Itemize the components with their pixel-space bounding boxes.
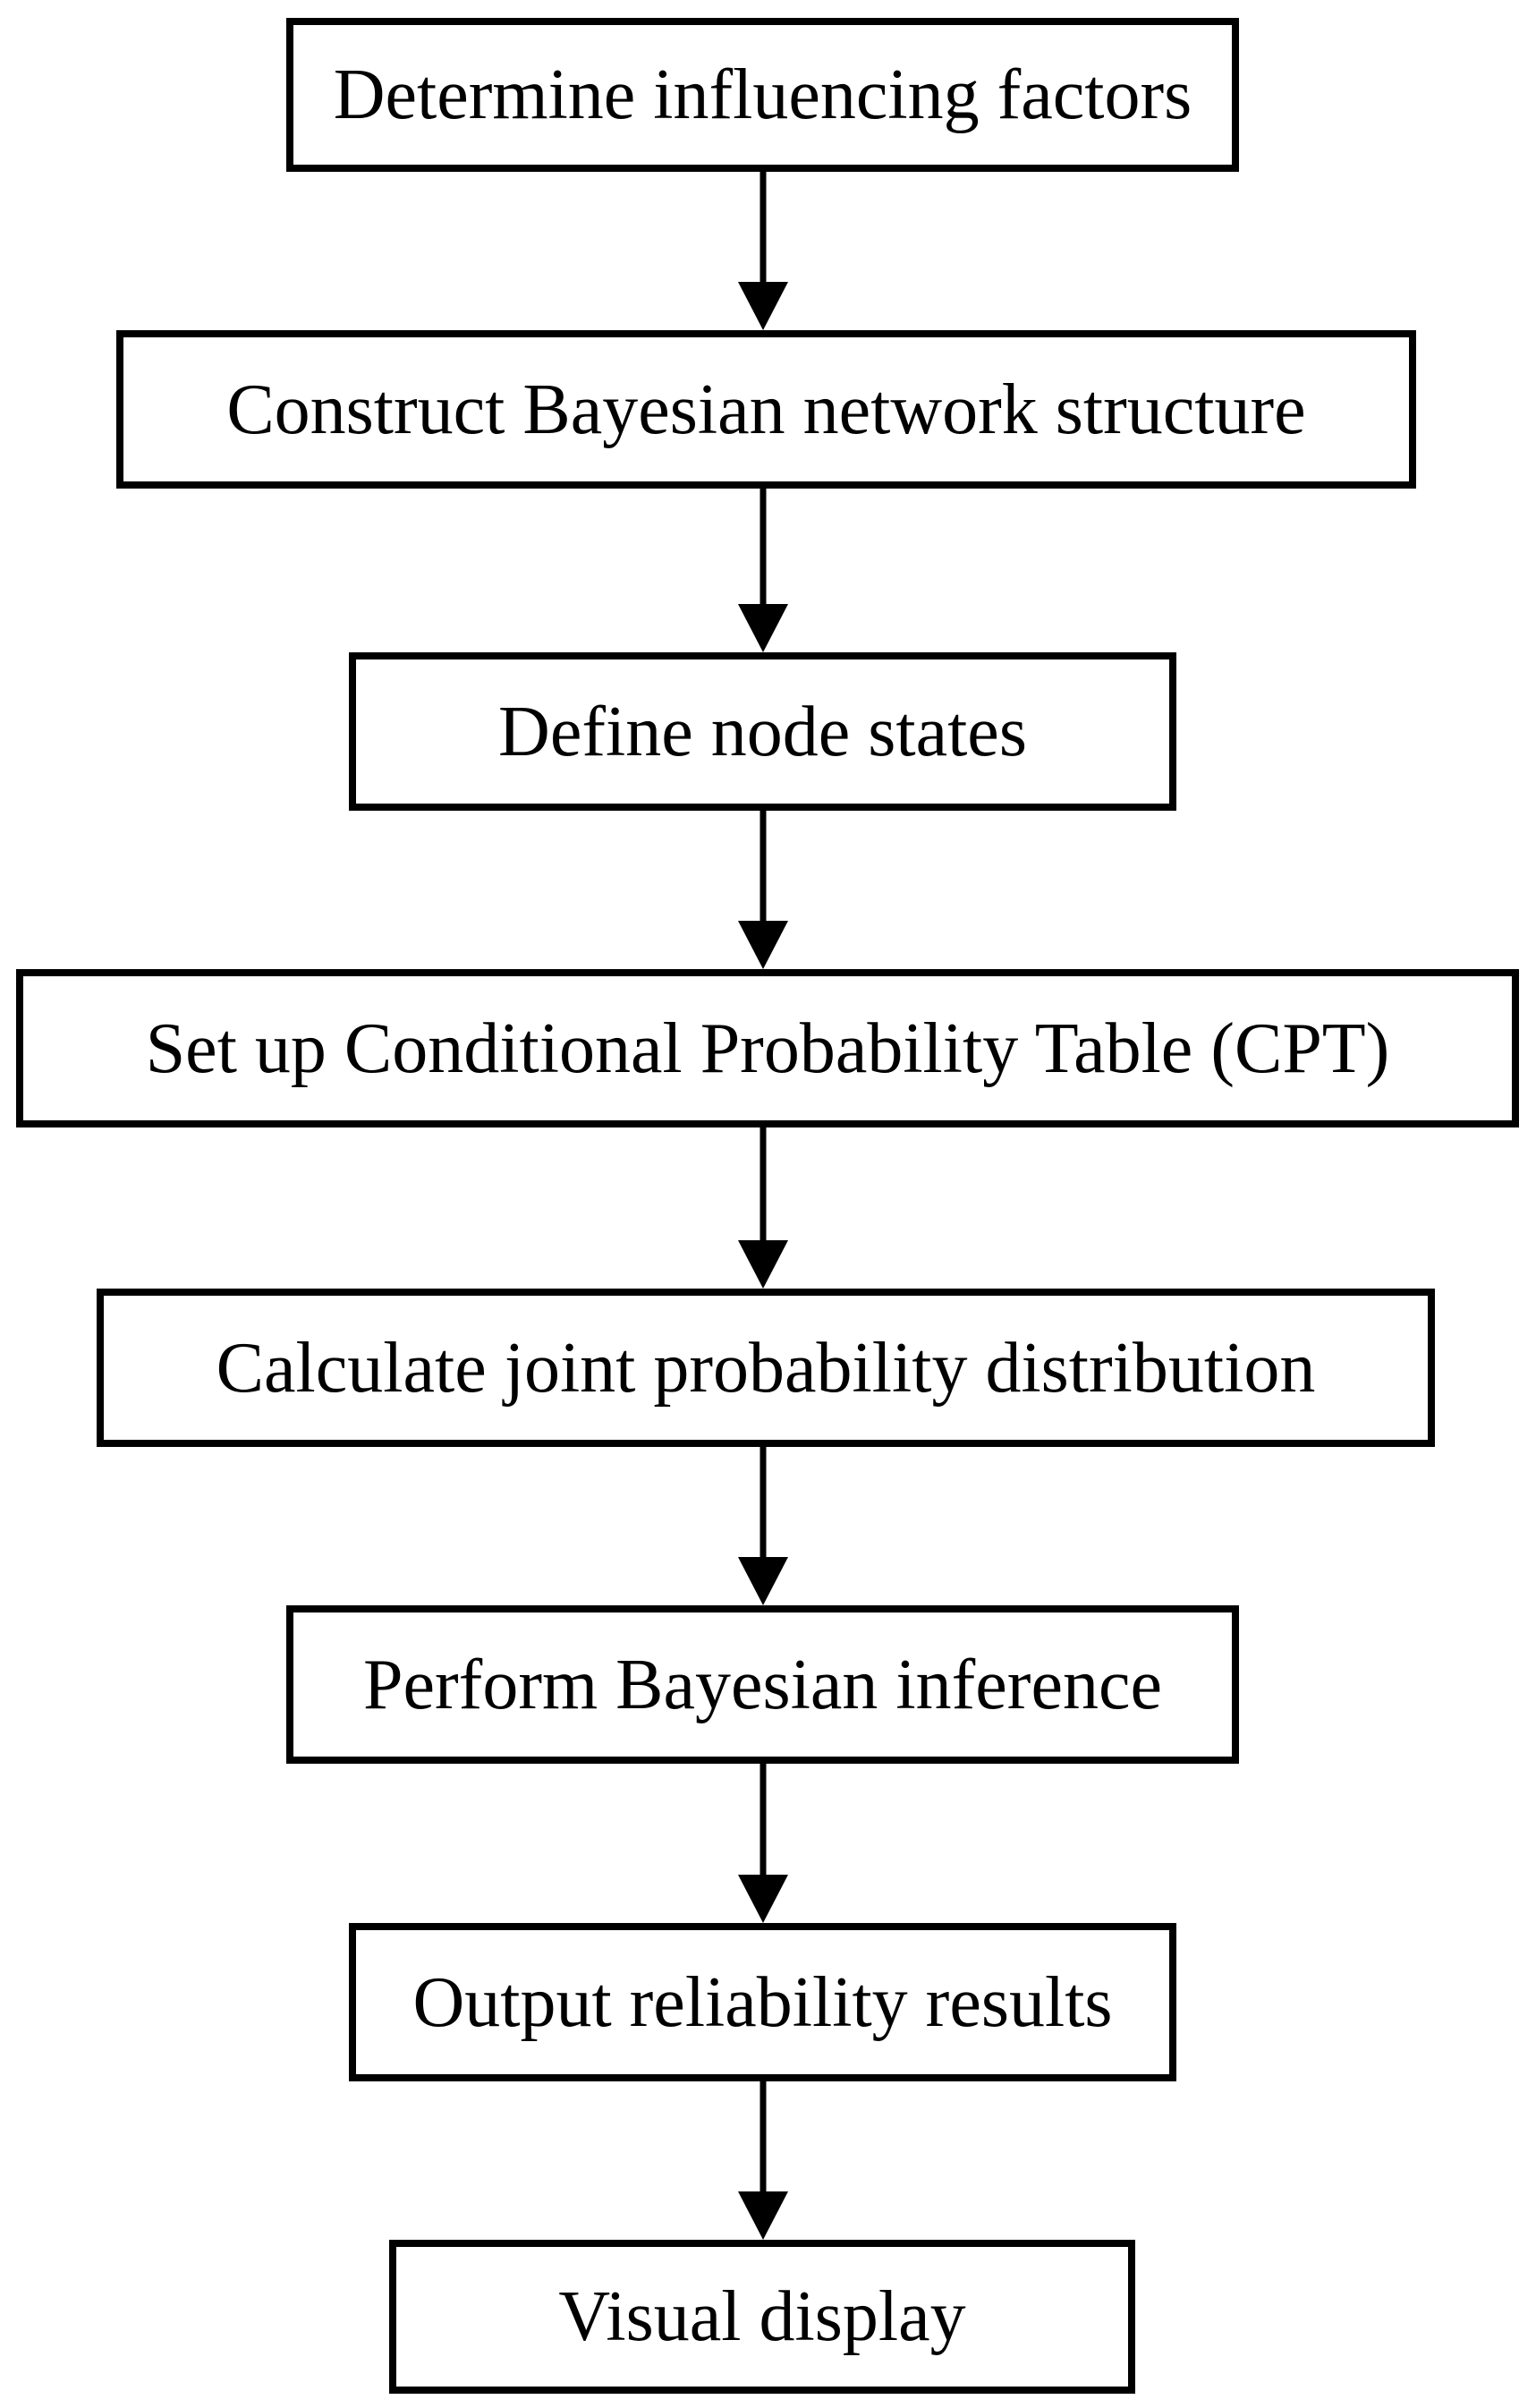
step-label: Output reliability results <box>412 1962 1113 2042</box>
step-label: Visual display <box>558 2277 966 2356</box>
down-arrow-2 <box>738 489 788 652</box>
down-arrow-4 <box>738 1127 788 1289</box>
arrow-shaft <box>760 1447 767 1561</box>
step-label: Calculate joint probability distribution <box>216 1328 1316 1408</box>
arrow-shaft <box>760 2081 767 2195</box>
down-arrow-7 <box>738 2081 788 2240</box>
arrowhead-icon <box>738 1240 788 1289</box>
arrow-shaft <box>760 811 767 924</box>
step-visual-display: Visual display <box>389 2240 1135 2394</box>
arrowhead-icon <box>738 282 788 330</box>
step-label: Determine influencing factors <box>333 55 1192 134</box>
arrowhead-icon <box>738 1875 788 1923</box>
step-construct-bayesian-network-structure: Construct Bayesian network structure <box>116 330 1416 489</box>
down-arrow-5 <box>738 1447 788 1605</box>
down-arrow-1 <box>738 172 788 330</box>
arrowhead-icon <box>738 921 788 969</box>
arrowhead-icon <box>738 1557 788 1605</box>
step-determine-influencing-factors: Determine influencing factors <box>286 18 1239 172</box>
step-label: Define node states <box>498 692 1027 771</box>
down-arrow-6 <box>738 1764 788 1923</box>
step-set-up-conditional-probability-table: Set up Conditional Probability Table (CP… <box>16 969 1519 1127</box>
arrowhead-icon <box>738 604 788 652</box>
step-label: Set up Conditional Probability Table (CP… <box>145 1008 1390 1088</box>
arrow-shaft <box>760 1764 767 1878</box>
step-perform-bayesian-inference: Perform Bayesian inference <box>286 1605 1239 1764</box>
arrowhead-icon <box>738 2191 788 2240</box>
step-define-node-states: Define node states <box>349 652 1176 811</box>
arrow-shaft <box>760 1127 767 1244</box>
step-label: Construct Bayesian network structure <box>226 370 1306 449</box>
down-arrow-3 <box>738 811 788 969</box>
arrow-shaft <box>760 172 767 285</box>
step-output-reliability-results: Output reliability results <box>349 1923 1176 2081</box>
arrow-shaft <box>760 489 767 608</box>
step-calculate-joint-probability-distribution: Calculate joint probability distribution <box>97 1289 1435 1447</box>
step-label: Perform Bayesian inference <box>363 1645 1162 1724</box>
